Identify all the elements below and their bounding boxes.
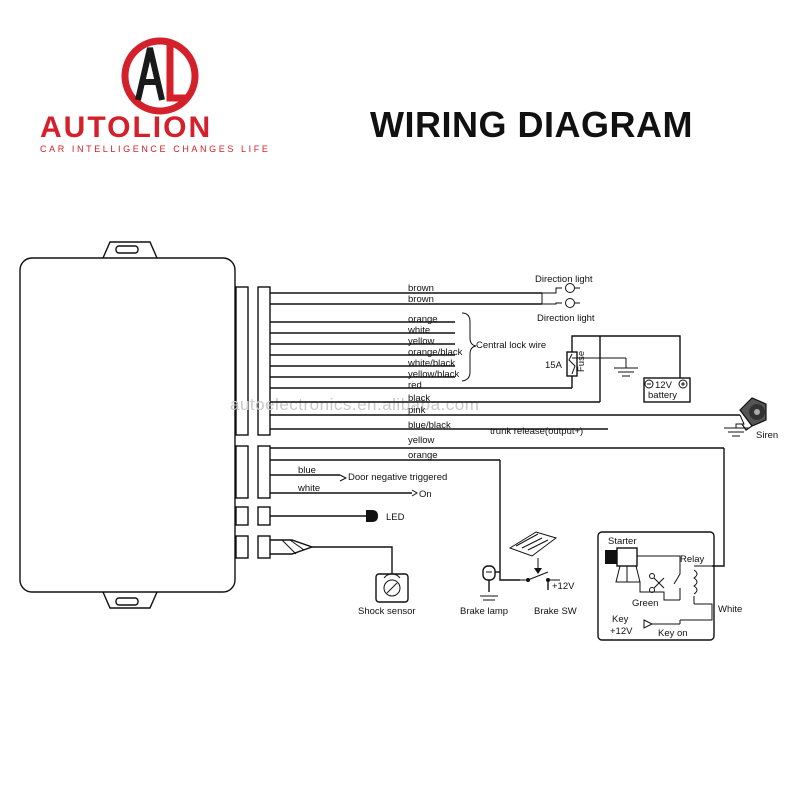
central-lock-wiring: orange white yellow orange/black white/b… bbox=[270, 312, 546, 382]
green-wire-label: Green bbox=[632, 598, 658, 609]
shock-sensor-label: Shock sensor bbox=[358, 606, 416, 617]
battery-plus-icon bbox=[678, 379, 688, 389]
key-plus12-label: +12V bbox=[610, 626, 633, 637]
wire-label-brown-1: brown bbox=[408, 283, 434, 294]
direction-light-wiring: brown brown Direction light Direction li… bbox=[270, 274, 595, 324]
direction-light-icon-bottom bbox=[565, 298, 575, 308]
connectors bbox=[235, 286, 271, 559]
siren-label: Siren bbox=[756, 430, 778, 441]
wire-label-white-2: white bbox=[297, 483, 320, 494]
relay-icon bbox=[673, 565, 712, 604]
ground-symbol bbox=[614, 358, 638, 377]
brake-lamp-label: Brake lamp bbox=[460, 606, 508, 617]
door-trigger-label: Door negative triggered bbox=[348, 472, 447, 483]
brake-wiring: Brake lamp +12V Brake SW bbox=[460, 531, 577, 617]
connector-sensor-right bbox=[257, 535, 271, 559]
control-unit bbox=[19, 241, 236, 609]
power-wiring: red 15A Fuse 12V battery black bbox=[270, 335, 691, 404]
wire-label-blue-black: blue/black bbox=[408, 420, 451, 431]
brand-name: AUTOLION bbox=[40, 111, 212, 144]
connector-sensor-left bbox=[235, 535, 249, 559]
connector-main-left bbox=[235, 286, 249, 436]
door-wiring: blue Door negative triggered white On bbox=[270, 465, 447, 500]
watermark: autoelectronics.en.alibaba.com bbox=[230, 395, 479, 414]
connector-led-left bbox=[235, 506, 249, 526]
trunk-release-label: trunk release(output+) bbox=[490, 426, 583, 437]
starter-relay-box: Starter Relay Green White Key +12V Key bbox=[597, 531, 742, 641]
direction-light-top-label: Direction light bbox=[535, 274, 593, 285]
wire-label-orange-2: orange bbox=[408, 450, 438, 461]
key-on-label: Key on bbox=[658, 628, 688, 639]
fuse-label: Fuse bbox=[576, 351, 587, 372]
direction-light-bottom-label: Direction light bbox=[537, 313, 595, 324]
led-wiring: LED bbox=[270, 510, 405, 523]
fuse-element bbox=[568, 353, 576, 375]
wire-label-white-black: white/black bbox=[407, 358, 455, 369]
siren-wiring: pink Siren bbox=[270, 397, 778, 441]
shock-sensor-wiring: Shock sensor bbox=[270, 539, 416, 617]
shock-sensor-icon bbox=[375, 573, 409, 603]
wire-label-yellow-2: yellow bbox=[408, 435, 435, 446]
on-label: On bbox=[419, 489, 432, 500]
wire-label-black: black bbox=[408, 393, 430, 404]
wire-label-yellow-black: yellow/black bbox=[408, 369, 459, 380]
logo-letter-l bbox=[166, 44, 186, 102]
battery-minus-icon bbox=[644, 379, 654, 389]
control-unit-box bbox=[19, 257, 236, 593]
brand-logo: AUTOLION CAR INTELLIGENCE CHANGES LIFE bbox=[40, 37, 270, 154]
central-lock-wire-label: Central lock wire bbox=[476, 340, 546, 351]
battery-voltage-label: 12V bbox=[655, 380, 673, 391]
led-label: LED bbox=[386, 512, 405, 523]
led-icon bbox=[366, 510, 378, 522]
wire-label-orange: orange bbox=[408, 314, 438, 325]
cut-wire-icon bbox=[649, 573, 665, 593]
key-arrow-icon bbox=[643, 619, 654, 629]
connector-led-right bbox=[257, 506, 271, 526]
fuse-rating-label: 15A bbox=[545, 360, 563, 371]
page-title: WIRING DIAGRAM bbox=[370, 104, 693, 145]
brake-switch-icon bbox=[508, 531, 560, 582]
white-wire-label: White bbox=[718, 604, 742, 615]
siren-icon bbox=[739, 397, 767, 431]
logo-letter-a bbox=[135, 47, 165, 101]
wire-label-brown-2: brown bbox=[408, 294, 434, 305]
connector-mid-left bbox=[235, 445, 249, 499]
direction-light-icon-top bbox=[565, 283, 575, 293]
battery-label: battery bbox=[648, 390, 677, 401]
control-unit-bottom-tab bbox=[102, 591, 158, 609]
ignition-wiring: yellow orange bbox=[270, 435, 725, 581]
key-label: Key bbox=[612, 614, 629, 625]
brake-lamp-icon bbox=[480, 565, 498, 601]
wire-label-yellow: yellow bbox=[408, 336, 435, 347]
starter-motor-icon bbox=[605, 547, 641, 583]
connector-mid-right bbox=[257, 445, 271, 499]
connector-main-right bbox=[257, 286, 271, 436]
wire-label-red: red bbox=[408, 380, 422, 391]
brake-plus12-label: +12V bbox=[552, 581, 575, 592]
battery-box bbox=[643, 377, 691, 403]
trunk-release-wiring: blue/black trunk release(output+) bbox=[270, 420, 608, 437]
starter-relay-frame bbox=[597, 531, 715, 641]
brand-tagline: CAR INTELLIGENCE CHANGES LIFE bbox=[40, 144, 270, 154]
logo-ring bbox=[121, 37, 199, 115]
central-lock-brace bbox=[461, 312, 477, 382]
control-unit-top-tab bbox=[102, 241, 158, 259]
wire-label-blue: blue bbox=[298, 465, 316, 476]
relay-label: Relay bbox=[680, 554, 705, 565]
brake-sw-label: Brake SW bbox=[534, 606, 577, 617]
wire-label-orange-black: orange/black bbox=[408, 347, 463, 358]
wire-label-pink: pink bbox=[408, 405, 426, 416]
starter-label: Starter bbox=[608, 536, 637, 547]
wire-label-white: white bbox=[407, 325, 430, 336]
